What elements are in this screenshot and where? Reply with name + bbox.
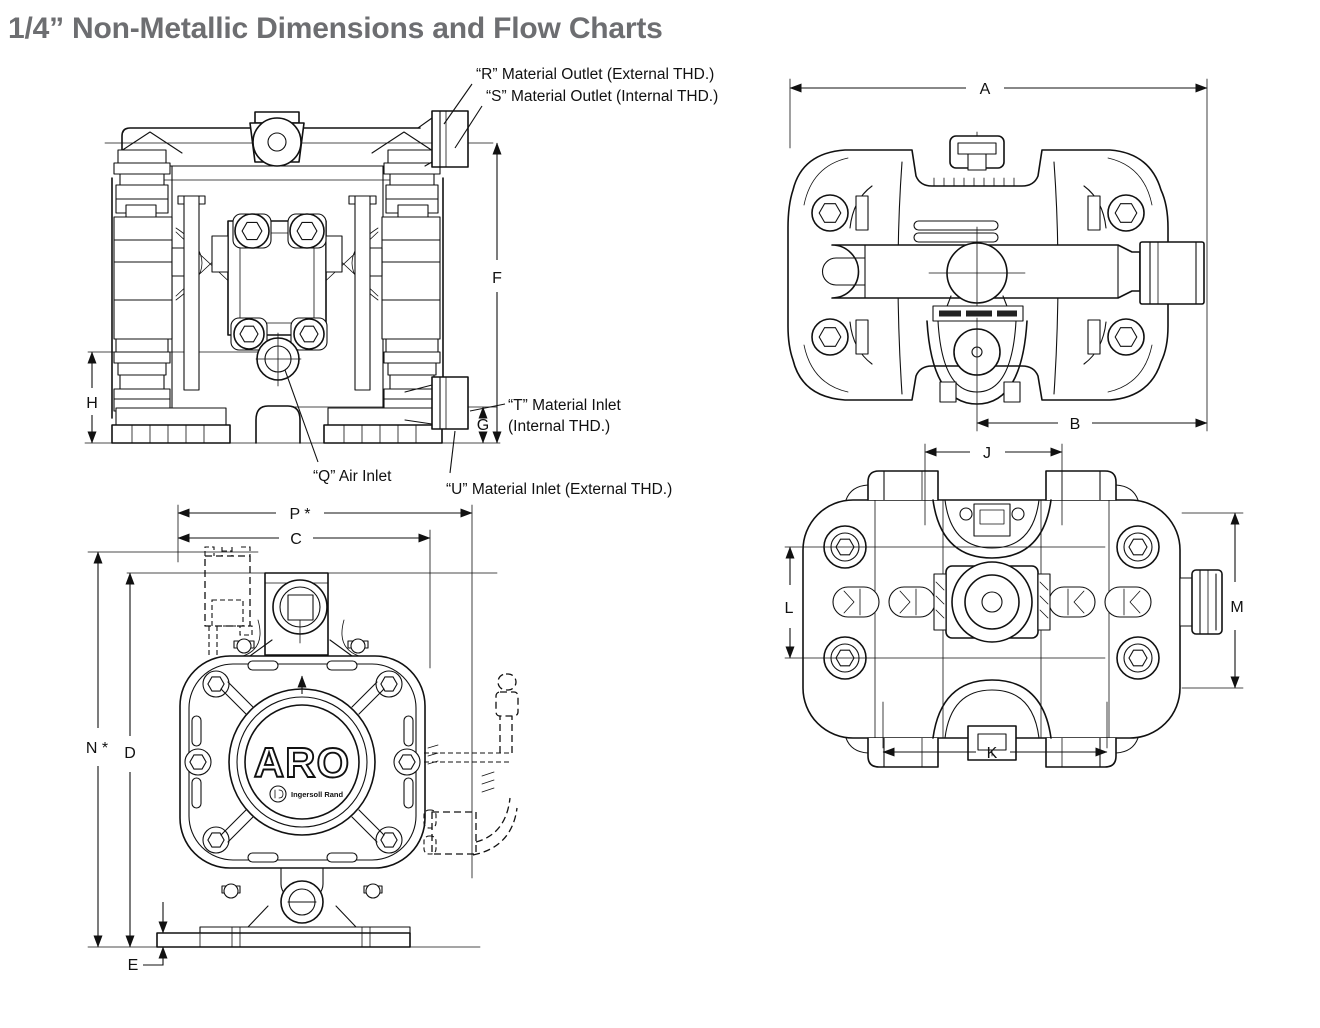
- side-view: ARO Ingersoll Rand: [86, 504, 519, 974]
- callout-t-material-inlet-line1: “T” Material Inlet: [508, 397, 622, 414]
- front-view-dimensions: F H G: [86, 142, 502, 444]
- bottom-view-drawing: [802, 470, 1223, 768]
- callout-q-air-inlet: “Q” Air Inlet: [313, 468, 392, 485]
- air-hose-phantom: [423, 673, 519, 856]
- dim-label-d: D: [124, 745, 136, 762]
- callout-t-material-inlet-line2: (Internal THD.): [508, 418, 610, 435]
- ingersoll-rand-text: Ingersoll Rand: [291, 790, 344, 799]
- dim-label-k: K: [987, 745, 998, 762]
- side-view-drawing: ARO Ingersoll Rand: [156, 546, 519, 948]
- dim-label-g: G: [477, 417, 489, 434]
- dim-label-h: H: [86, 395, 98, 412]
- aro-logo-text: ARO: [254, 739, 350, 786]
- dim-label-p: P *: [289, 506, 310, 523]
- mounting-slots: [832, 586, 1152, 618]
- dim-label-e: E: [128, 957, 139, 974]
- front-view-drawing: [84, 110, 501, 444]
- dim-label-j: J: [983, 445, 991, 462]
- top-view: A B: [787, 78, 1208, 433]
- patent-plate: [932, 305, 1024, 322]
- front-view-callouts: “R” Material Outlet (External THD.) “S” …: [284, 66, 718, 498]
- top-view-drawing: [787, 131, 1205, 432]
- material-outlet-port: [417, 110, 469, 168]
- callout-u-material-inlet: “U” Material Inlet (External THD.): [446, 481, 672, 498]
- bottom-view-port: [1179, 569, 1223, 635]
- leader-line-t: [469, 403, 506, 412]
- dim-label-n: N *: [86, 740, 108, 757]
- front-view: F H G “R” Material Outlet (External THD.…: [84, 66, 718, 498]
- leader-line-q: [284, 369, 319, 463]
- leader-line-s: [454, 105, 483, 149]
- dim-label-b: B: [1070, 416, 1081, 433]
- side-view-dimensions: P * C N * D E: [86, 504, 498, 974]
- leader-line-u: [449, 430, 456, 474]
- page-title: 1/4” Non-Metallic Dimensions and Flow Ch…: [8, 12, 663, 45]
- muffler-phantom: [204, 546, 253, 656]
- dim-label-c: C: [290, 531, 302, 548]
- bottom-view: J K L M: [785, 443, 1244, 768]
- air-inlet-port: [255, 332, 302, 387]
- dim-label-a: A: [980, 81, 991, 98]
- material-inlet-port: [404, 376, 469, 430]
- ingersoll-rand-icon: [269, 785, 287, 803]
- bottom-view-dimensions: J K L M: [785, 443, 1244, 762]
- dim-label-l: L: [785, 600, 794, 617]
- aro-logo: ARO Ingersoll Rand: [253, 738, 350, 803]
- callout-r-material-outlet: “R” Material Outlet (External THD.): [476, 66, 714, 83]
- dim-label-f: F: [492, 270, 502, 287]
- leader-line-r: [443, 83, 473, 125]
- top-view-dimensions: A B: [789, 78, 1208, 433]
- dim-label-m: M: [1230, 599, 1243, 616]
- callout-s-material-outlet: “S” Material Outlet (Internal THD.): [486, 88, 718, 105]
